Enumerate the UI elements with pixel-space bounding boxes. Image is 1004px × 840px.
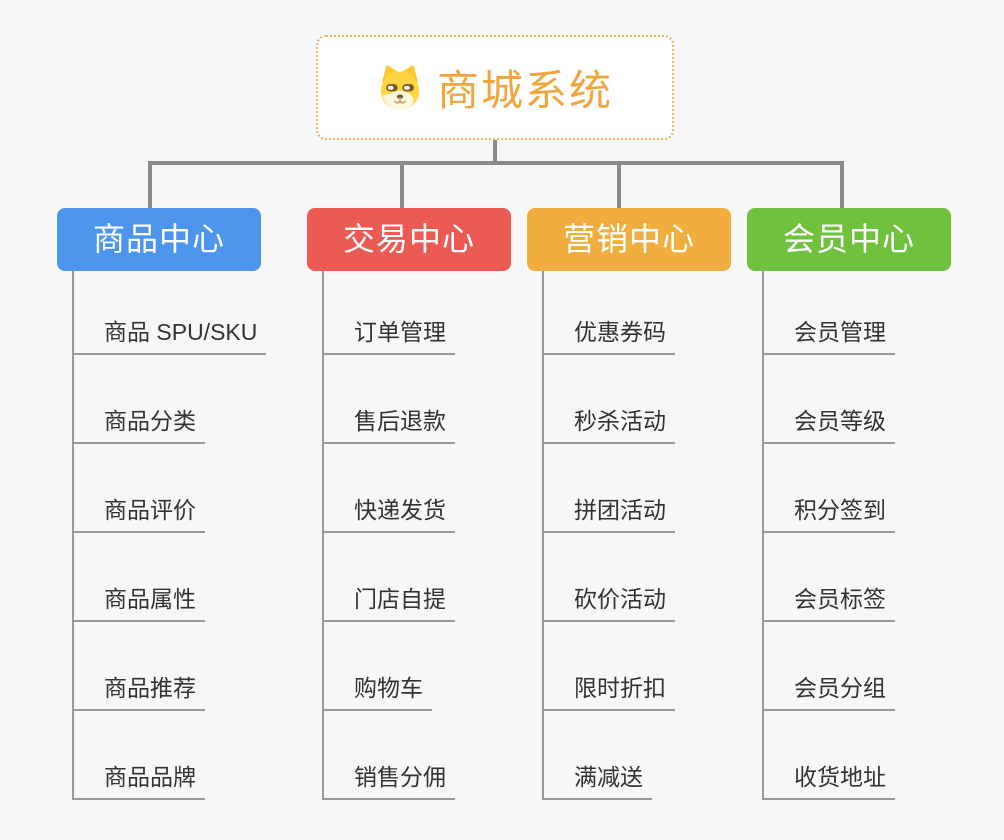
leaf-node[interactable]: 会员等级 [762, 406, 895, 444]
leaf-node[interactable]: 门店自提 [322, 584, 455, 622]
root-title: 商城系统 [436, 67, 613, 114]
branch-header-trade-center[interactable]: 交易中心 [307, 208, 511, 271]
leaf-node[interactable]: 砍价活动 [542, 584, 675, 622]
leaf-node[interactable]: 商品品牌 [72, 762, 205, 800]
leaf-node[interactable]: 会员分组 [762, 673, 895, 711]
leaf-node[interactable]: 积分签到 [762, 495, 895, 533]
leaf-node[interactable]: 秒杀活动 [542, 406, 675, 444]
leaf-node[interactable]: 销售分佣 [322, 762, 455, 800]
connector-drop-product [148, 161, 152, 208]
connector-root-drop [493, 140, 497, 165]
leaf-node[interactable]: 商品推荐 [72, 673, 205, 711]
leaf-node[interactable]: 收货地址 [762, 762, 895, 800]
leaf-node[interactable]: 满减送 [542, 762, 652, 800]
leaf-node[interactable]: 快递发货 [322, 495, 455, 533]
branch-header-product-center[interactable]: 商品中心 [57, 208, 261, 271]
branch-spine-marketing [542, 271, 544, 800]
branch-spine-trade [322, 271, 324, 800]
dog-face-icon [380, 64, 420, 110]
branch-spine-product [72, 271, 74, 800]
leaf-node[interactable]: 售后退款 [322, 406, 455, 444]
leaf-node[interactable]: 订单管理 [322, 317, 455, 355]
connector-drop-marketing [617, 161, 621, 208]
root-node[interactable]: 商城系统 [316, 35, 674, 140]
leaf-node[interactable]: 商品属性 [72, 584, 205, 622]
leaf-node[interactable]: 会员管理 [762, 317, 895, 355]
leaf-node[interactable]: 限时折扣 [542, 673, 675, 711]
leaf-node[interactable]: 优惠券码 [542, 317, 675, 355]
leaf-node[interactable]: 拼团活动 [542, 495, 675, 533]
connector-bus [148, 161, 844, 165]
branch-spine-member [762, 271, 764, 800]
connector-drop-trade [400, 161, 404, 208]
leaf-node[interactable]: 商品 SPU/SKU [72, 317, 267, 355]
branch-header-marketing-center[interactable]: 营销中心 [527, 208, 731, 271]
leaf-node[interactable]: 商品评价 [72, 495, 205, 533]
leaf-node[interactable]: 商品分类 [72, 406, 205, 444]
leaf-node[interactable]: 会员标签 [762, 584, 895, 622]
leaf-node[interactable]: 购物车 [322, 673, 432, 711]
branch-header-member-center[interactable]: 会员中心 [747, 208, 951, 271]
connector-drop-member [840, 161, 844, 208]
